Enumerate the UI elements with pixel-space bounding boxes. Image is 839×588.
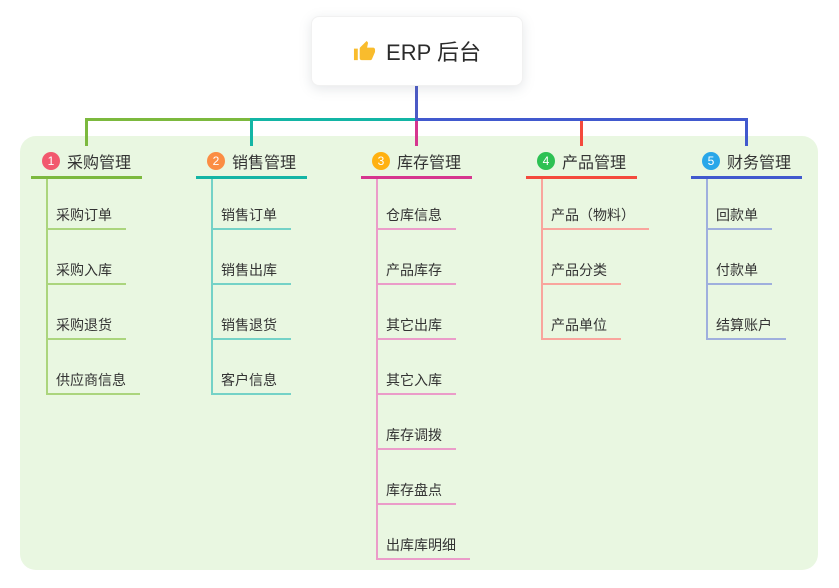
- child-node-label: 采购订单: [56, 207, 112, 223]
- branch-title-node[interactable]: 5 财务管理: [691, 146, 803, 179]
- bus-segment: [250, 118, 417, 121]
- branch-trunk-line: [376, 179, 378, 560]
- child-node[interactable]: 采购订单: [46, 204, 126, 230]
- child-node-label: 销售退货: [221, 317, 277, 333]
- thumbs-up-icon: [353, 40, 376, 63]
- child-node[interactable]: 回款单: [706, 204, 772, 230]
- branch-trunk-line: [211, 179, 213, 395]
- child-node[interactable]: 销售出库: [211, 259, 291, 285]
- child-node[interactable]: 产品库存: [376, 259, 456, 285]
- branch-drop-line: [415, 118, 418, 146]
- branch-badge: 2: [207, 152, 225, 170]
- child-node-label: 销售出库: [221, 262, 277, 278]
- child-node-label: 结算账户: [716, 317, 772, 333]
- branch-badge: 4: [537, 152, 555, 170]
- branch-title-label: 销售管理: [232, 155, 297, 172]
- child-node[interactable]: 其它入库: [376, 369, 456, 395]
- child-node-label: 其它入库: [386, 372, 442, 388]
- child-node[interactable]: 库存盘点: [376, 479, 456, 505]
- child-node[interactable]: 供应商信息: [46, 369, 140, 395]
- branch-drop-line: [250, 118, 253, 146]
- branch-title-label: 采购管理: [67, 155, 132, 172]
- root-node[interactable]: ERP 后台: [311, 16, 523, 86]
- child-node[interactable]: 产品（物料）: [541, 204, 649, 230]
- child-node-label: 供应商信息: [56, 372, 126, 388]
- branch-trunk-line: [46, 179, 48, 395]
- branch-title-node[interactable]: 3 库存管理: [361, 146, 473, 179]
- child-node-label: 产品（物料）: [551, 207, 635, 223]
- branch-drop-line: [85, 118, 88, 146]
- branch-drop-line: [580, 118, 583, 146]
- branch-title-node[interactable]: 4 产品管理: [526, 146, 638, 179]
- child-node-label: 客户信息: [221, 372, 277, 388]
- child-node-label: 产品分类: [551, 262, 607, 278]
- branch-badge: 1: [42, 152, 60, 170]
- child-node[interactable]: 销售退货: [211, 314, 291, 340]
- child-node-label: 付款单: [716, 262, 758, 278]
- branch-trunk-line: [706, 179, 708, 340]
- child-node-label: 出库库明细: [386, 537, 456, 553]
- bus-segment: [415, 118, 748, 121]
- branch-title-label: 财务管理: [727, 155, 792, 172]
- branch-title-node[interactable]: 1 采购管理: [31, 146, 143, 179]
- branch-badge: 3: [372, 152, 390, 170]
- branch-drop-line: [745, 118, 748, 146]
- child-node[interactable]: 采购退货: [46, 314, 126, 340]
- child-node-label: 销售订单: [221, 207, 277, 223]
- child-node[interactable]: 产品分类: [541, 259, 621, 285]
- child-node-label: 库存盘点: [386, 482, 442, 498]
- child-node-label: 采购入库: [56, 262, 112, 278]
- branch-trunk-line: [541, 179, 543, 340]
- branches-panel: [20, 136, 818, 570]
- child-node[interactable]: 付款单: [706, 259, 772, 285]
- child-node[interactable]: 产品单位: [541, 314, 621, 340]
- branch-title-label: 产品管理: [562, 155, 627, 172]
- child-node-label: 回款单: [716, 207, 758, 223]
- child-node-label: 采购退货: [56, 317, 112, 333]
- branch-title-node[interactable]: 2 销售管理: [196, 146, 308, 179]
- child-node[interactable]: 其它出库: [376, 314, 456, 340]
- child-node[interactable]: 仓库信息: [376, 204, 456, 230]
- root-connector-line: [415, 84, 418, 121]
- child-node[interactable]: 销售订单: [211, 204, 291, 230]
- branch-badge: 5: [702, 152, 720, 170]
- child-node[interactable]: 库存调拨: [376, 424, 456, 450]
- child-node-label: 库存调拨: [386, 427, 442, 443]
- child-node-label: 仓库信息: [386, 207, 442, 223]
- child-node-label: 产品单位: [551, 317, 607, 333]
- root-node-label: ERP 后台: [386, 40, 481, 65]
- child-node[interactable]: 采购入库: [46, 259, 126, 285]
- child-node-label: 产品库存: [386, 262, 442, 278]
- bus-segment: [85, 118, 252, 121]
- child-node[interactable]: 出库库明细: [376, 534, 470, 560]
- child-node-label: 其它出库: [386, 317, 442, 333]
- child-node[interactable]: 结算账户: [706, 314, 786, 340]
- branch-title-label: 库存管理: [397, 155, 462, 172]
- child-node[interactable]: 客户信息: [211, 369, 291, 395]
